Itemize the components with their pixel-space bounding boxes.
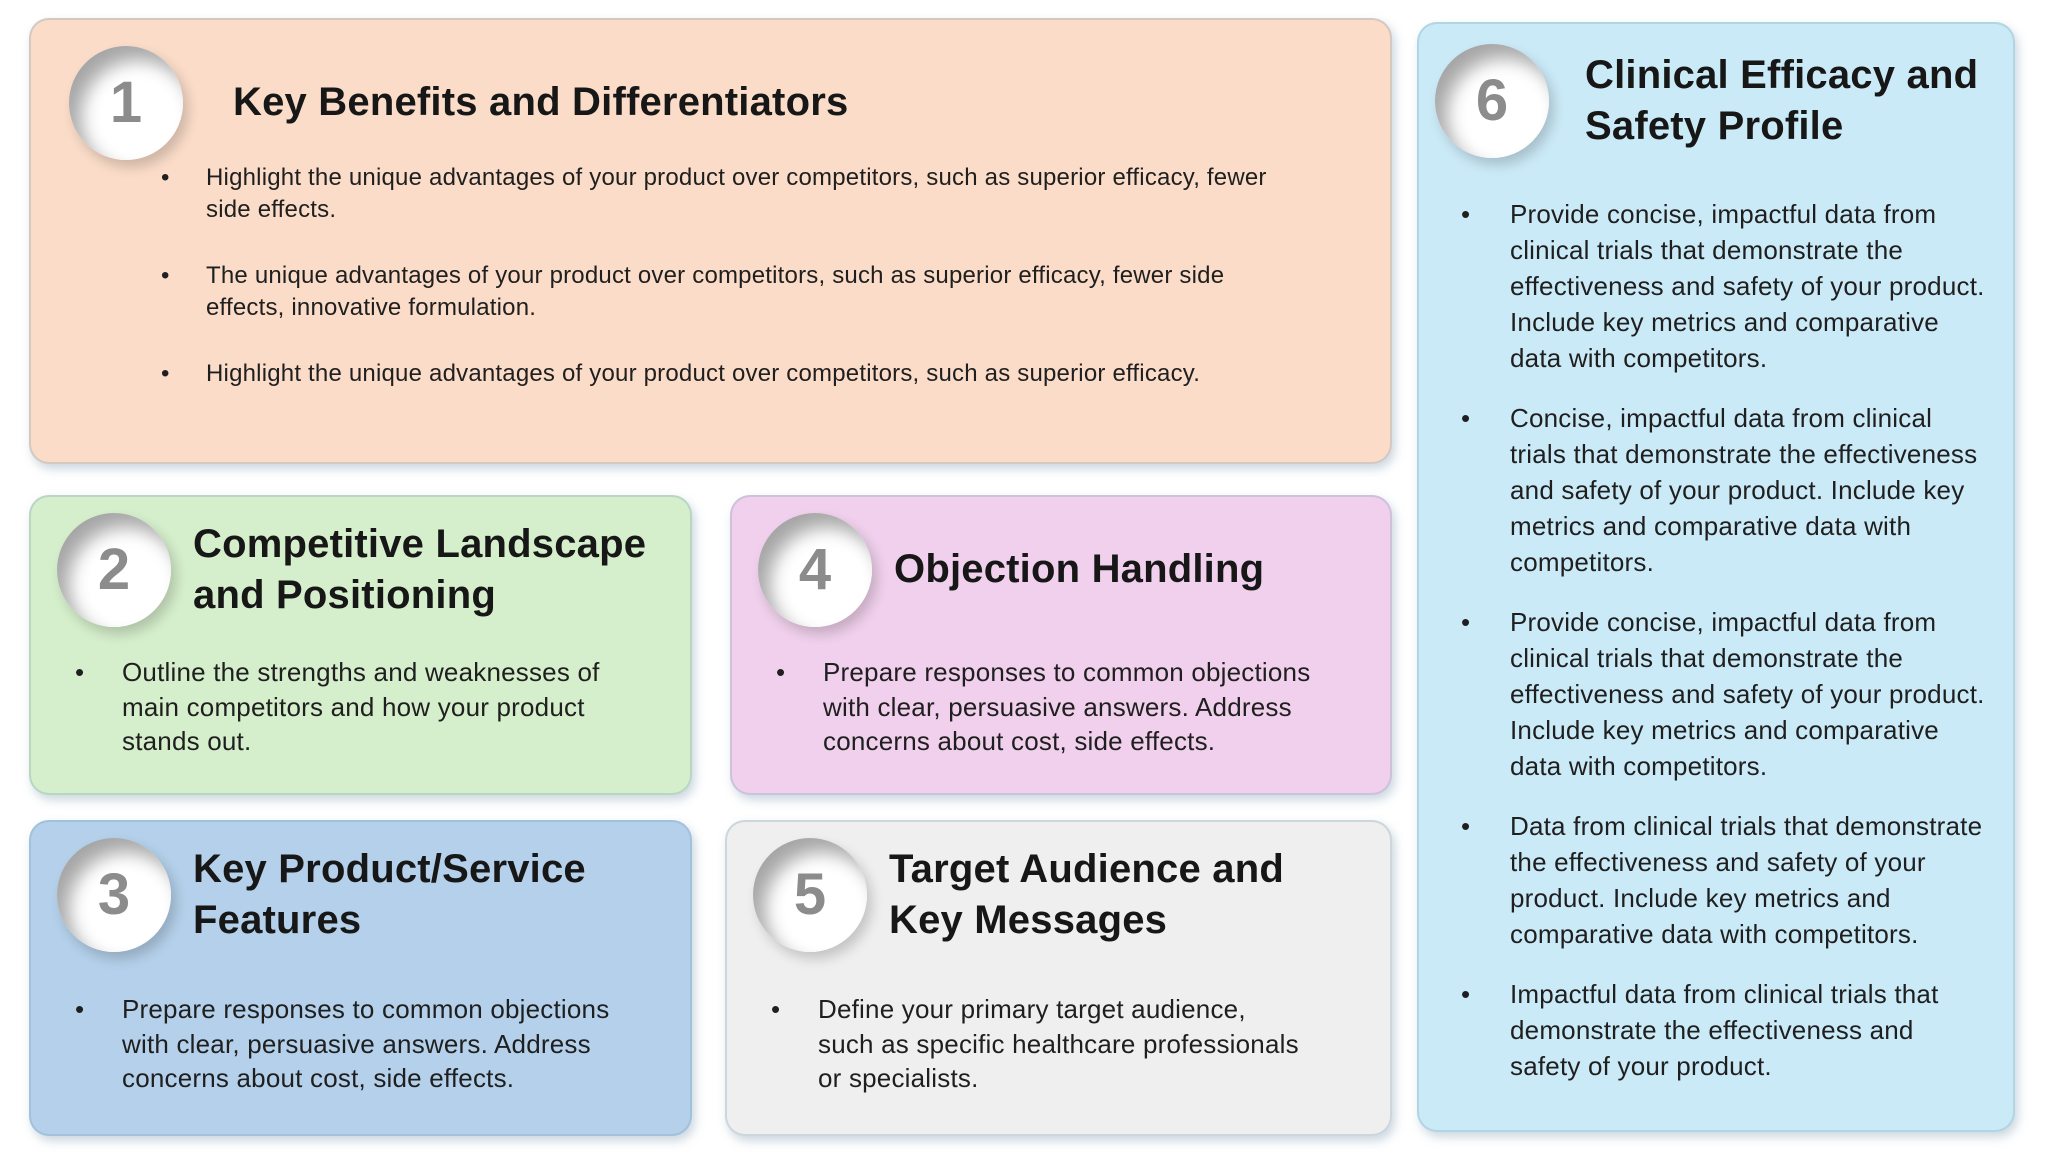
bullet-list: Define your primary target audience, suc… xyxy=(771,992,1308,1096)
bullet-list: Outline the strengths and weaknesses of … xyxy=(75,655,612,759)
bullet-item: Provide concise, impactful data from cli… xyxy=(1461,196,1990,376)
card-header: 1 Key Benefits and Differentiators xyxy=(31,20,1390,160)
card-header: 3 Key Product/Service Features xyxy=(31,822,690,952)
step-6-number: 6 xyxy=(1475,68,1509,133)
bullet-item: Data from clinical trials that demonstra… xyxy=(1461,808,1990,952)
card-target-audience: 5 Target Audience and Key Messages Defin… xyxy=(725,820,1392,1136)
step-2-badge: 2 xyxy=(57,513,171,627)
card-competitive-landscape: 2 Competitive Landscape and Positioning … xyxy=(29,495,692,795)
step-2-number: 2 xyxy=(97,537,131,602)
step-4-number: 4 xyxy=(798,537,832,602)
card-objection-handling: 4 Objection Handling Prepare responses t… xyxy=(730,495,1392,795)
bullet-list: Prepare responses to common objections w… xyxy=(75,992,612,1096)
step-3-badge: 3 xyxy=(57,838,171,952)
card-header: 2 Competitive Landscape and Positioning xyxy=(31,497,690,627)
card-header: 5 Target Audience and Key Messages xyxy=(727,822,1390,952)
step-5-number: 5 xyxy=(793,862,827,927)
card-header: 4 Objection Handling xyxy=(732,497,1390,627)
card-title: Key Benefits and Differentiators xyxy=(233,80,849,125)
card-clinical-efficacy: 6 Clinical Efficacy and Safety Profile P… xyxy=(1417,22,2015,1132)
card-product-features: 3 Key Product/Service Features Prepare r… xyxy=(29,820,692,1136)
bullet-item: Concise, impactful data from clinical tr… xyxy=(1461,400,1990,580)
step-3-number: 3 xyxy=(97,862,131,927)
bullet-list: Highlight the unique advantages of your … xyxy=(161,162,1281,424)
step-1-badge: 1 xyxy=(69,46,183,160)
card-title: Competitive Landscape and Positioning xyxy=(193,521,647,617)
bullet-list: Provide concise, impactful data from cli… xyxy=(1461,196,1990,1108)
card-title: Target Audience and Key Messages xyxy=(889,846,1284,942)
step-5-badge: 5 xyxy=(753,838,867,952)
bullet-list: Prepare responses to common objections w… xyxy=(776,655,1313,759)
bullet-item: Outline the strengths and weaknesses of … xyxy=(75,655,612,759)
step-1-number: 1 xyxy=(109,70,143,135)
bullet-item: Define your primary target audience, suc… xyxy=(771,992,1308,1096)
bullet-item: Prepare responses to common objections w… xyxy=(75,992,612,1096)
bullet-item: Prepare responses to common objections w… xyxy=(776,655,1313,759)
step-6-badge: 6 xyxy=(1435,44,1549,158)
card-header: 6 Clinical Efficacy and Safety Profile xyxy=(1419,24,2013,158)
bullet-item: Highlight the unique advantages of your … xyxy=(161,162,1281,226)
bullet-item: Provide concise, impactful data from cli… xyxy=(1461,604,1990,784)
bullet-item: Impactful data from clinical trials that… xyxy=(1461,976,1990,1084)
bullet-item: Highlight the unique advantages of your … xyxy=(161,358,1281,390)
card-title: Objection Handling xyxy=(894,547,1265,592)
step-4-badge: 4 xyxy=(758,513,872,627)
card-title: Key Product/Service Features xyxy=(193,846,586,942)
bullet-item: The unique advantages of your product ov… xyxy=(161,260,1281,324)
card-key-benefits: 1 Key Benefits and Differentiators Highl… xyxy=(29,18,1392,464)
card-title: Clinical Efficacy and Safety Profile xyxy=(1585,52,1979,148)
